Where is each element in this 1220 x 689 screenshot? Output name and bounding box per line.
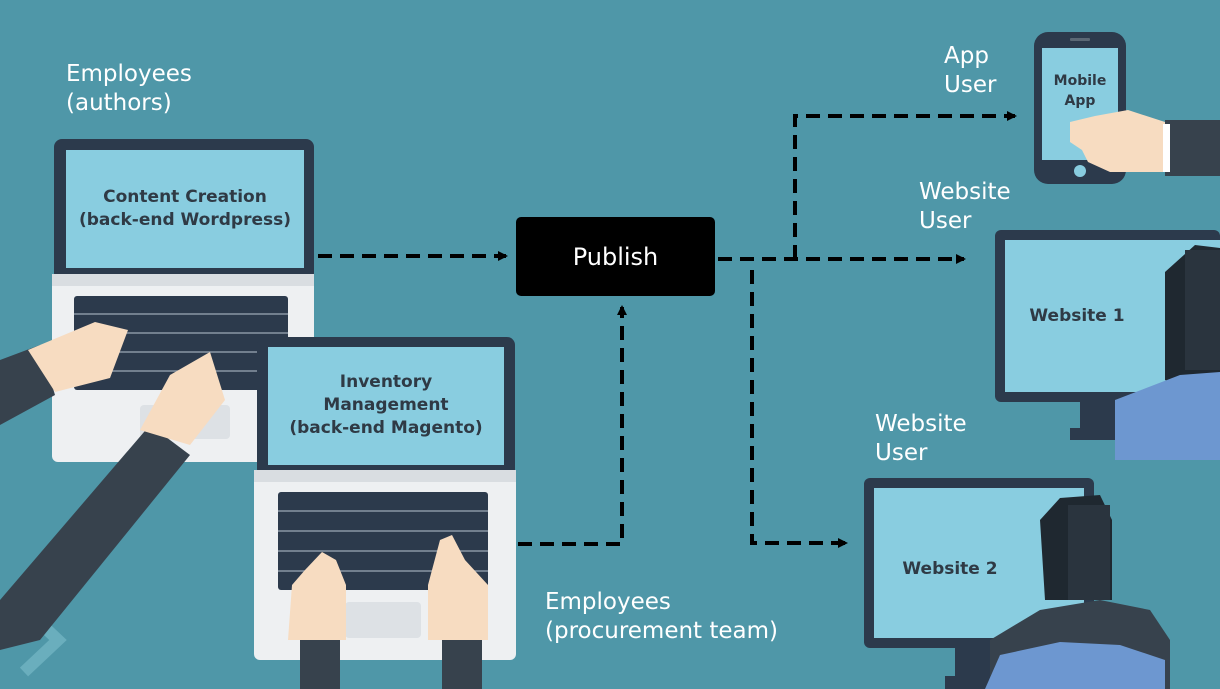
website-1-label: Website 1	[1029, 306, 1125, 326]
employees-procurement-label: Employees (procurement team)	[545, 589, 779, 644]
website-user-2-label: Website User	[875, 411, 967, 466]
publish-node: Publish	[516, 217, 715, 296]
arrow-publish-to-app-user	[793, 111, 1017, 259]
inventory-management-label: Inventory Management (back-end Magento)	[289, 372, 483, 438]
app-user-label: App User	[944, 43, 997, 98]
hands-procurement	[288, 535, 488, 689]
monitor-website-2	[864, 478, 1170, 689]
employees-authors-label: Employees (authors)	[66, 61, 192, 116]
monitor-website-1	[995, 230, 1220, 460]
arrow-publish-to-website-2	[750, 270, 848, 548]
hands-authors	[0, 322, 225, 650]
content-creation-label: Content Creation (back-end Wordpress)	[78, 187, 292, 230]
mobile-app-label: Mobile App	[1053, 73, 1107, 109]
arrow-inventory-to-publish	[518, 305, 627, 546]
connectors	[318, 111, 1017, 548]
mobile-phone	[1034, 32, 1220, 184]
website-2-label: Website 2	[902, 559, 998, 579]
laptop-content-creation	[52, 139, 314, 462]
publish-label: Publish	[572, 242, 659, 271]
website-user-1-label: Website User	[919, 179, 1011, 234]
